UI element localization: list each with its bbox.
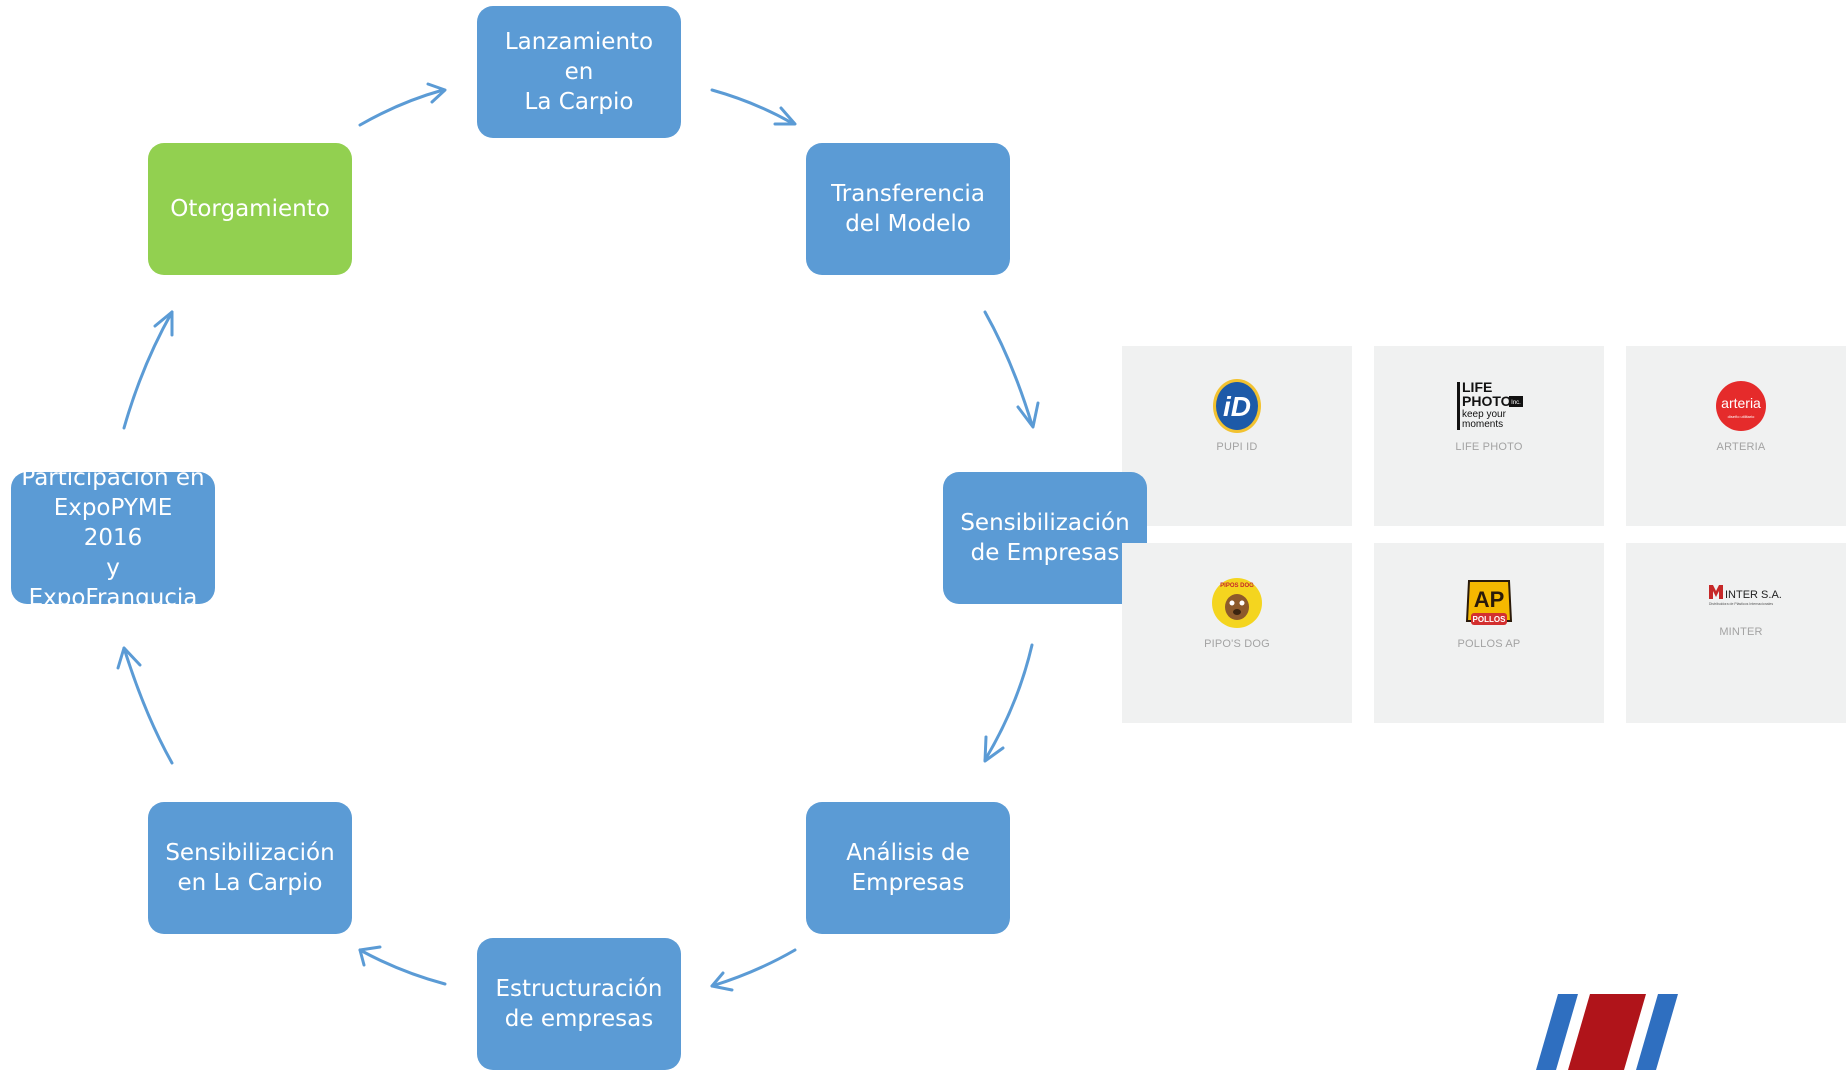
svg-text:arteria: arteria [1721, 395, 1761, 411]
arrow-otorgamiento-to-lanzamiento [358, 88, 445, 127]
node-sensibilizacion-carpio: Sensibilización en La Carpio [148, 802, 352, 934]
arrowhead [358, 945, 382, 967]
svg-text:LIFE: LIFE [1462, 379, 1492, 395]
company-card-pipos-dog[interactable]: PIPOS DOG PIPO'S DOG [1122, 543, 1352, 723]
node-participacion: Participación en ExpoPYME 2016 y ExpoFra… [11, 465, 215, 611]
minter-logo: INTER S.A. Distribuidora de Plásticos In… [1709, 585, 1781, 606]
svg-text:INTER S.A.: INTER S.A. [1725, 589, 1781, 601]
brand-stripes-logo [1536, 994, 1678, 1070]
pipos-dog-logo: PIPOS DOG [1212, 578, 1262, 628]
arrowhead [426, 82, 447, 104]
node-analisis: Análisis de Empresas [806, 802, 1010, 934]
node-transferencia: Transferencia del Modelo [806, 143, 1010, 275]
company-card-life-photo[interactable]: LIFE PHOTO Inc. keep your moments LIFE P… [1374, 346, 1604, 526]
svg-text:diseño utilitario: diseño utilitario [1728, 414, 1755, 419]
arrowhead [710, 971, 734, 992]
arrow-lanzamiento-to-transferencia [710, 88, 794, 125]
arrowhead [983, 735, 1005, 763]
arrow-sensibilizacion-carpio-to-participacion [122, 646, 174, 765]
arrowhead [1016, 401, 1040, 429]
arrowhead [153, 310, 174, 337]
svg-text:PIPOS DOG: PIPOS DOG [1220, 583, 1254, 589]
arteria-logo: arteria diseño utilitario [1716, 381, 1766, 431]
svg-text:moments: moments [1462, 419, 1503, 430]
arrow-sensibilizacion-to-analisis [983, 643, 1034, 762]
node-estructuracion: Estructuración de empresas [477, 938, 681, 1070]
node-sensibilizacion-empresas: Sensibilización de Empresas [943, 472, 1147, 604]
svg-text:AP: AP [1474, 587, 1505, 612]
pollos-ap-logo: AP POLLOS [1465, 580, 1513, 625]
svg-text:Distribuidora de Plásticos Int: Distribuidora de Plásticos Internacional… [1709, 602, 1773, 606]
svg-text:keep your: keep your [1462, 409, 1507, 420]
arrow-transferencia-to-sensibilizacion [983, 310, 1034, 427]
company-name: ARTERIA [1716, 441, 1766, 453]
arrowhead [773, 106, 797, 126]
company-name: MINTER [1719, 626, 1763, 638]
svg-text:PHOTO: PHOTO [1462, 393, 1512, 409]
company-name: POLLOS AP [1457, 638, 1521, 650]
node-lanzamiento: Lanzamiento en La Carpio [477, 6, 681, 138]
svg-text:Inc.: Inc. [1511, 400, 1521, 406]
company-card-minter[interactable]: INTER S.A. Distribuidora de Plásticos In… [1626, 543, 1846, 723]
company-card-pollos-ap[interactable]: AP POLLOS POLLOS AP [1374, 543, 1604, 723]
arrow-participacion-to-otorgamiento [122, 310, 174, 430]
arrow-analisis-to-estructuracion [710, 948, 797, 988]
life-photo-logo: LIFE PHOTO Inc. keep your moments [1457, 379, 1523, 430]
svg-text:POLLOS: POLLOS [1473, 615, 1507, 624]
arrow-estructuracion-to-sensibilizacion-carpio [358, 948, 447, 986]
company-name: PIPO'S DOG [1204, 638, 1270, 650]
node-otorgamiento: Otorgamiento [148, 143, 352, 275]
arrowhead [116, 646, 142, 670]
company-name: LIFE PHOTO [1455, 441, 1523, 453]
company-card-arteria[interactable]: arteria diseño utilitario ARTERIA [1626, 346, 1846, 526]
